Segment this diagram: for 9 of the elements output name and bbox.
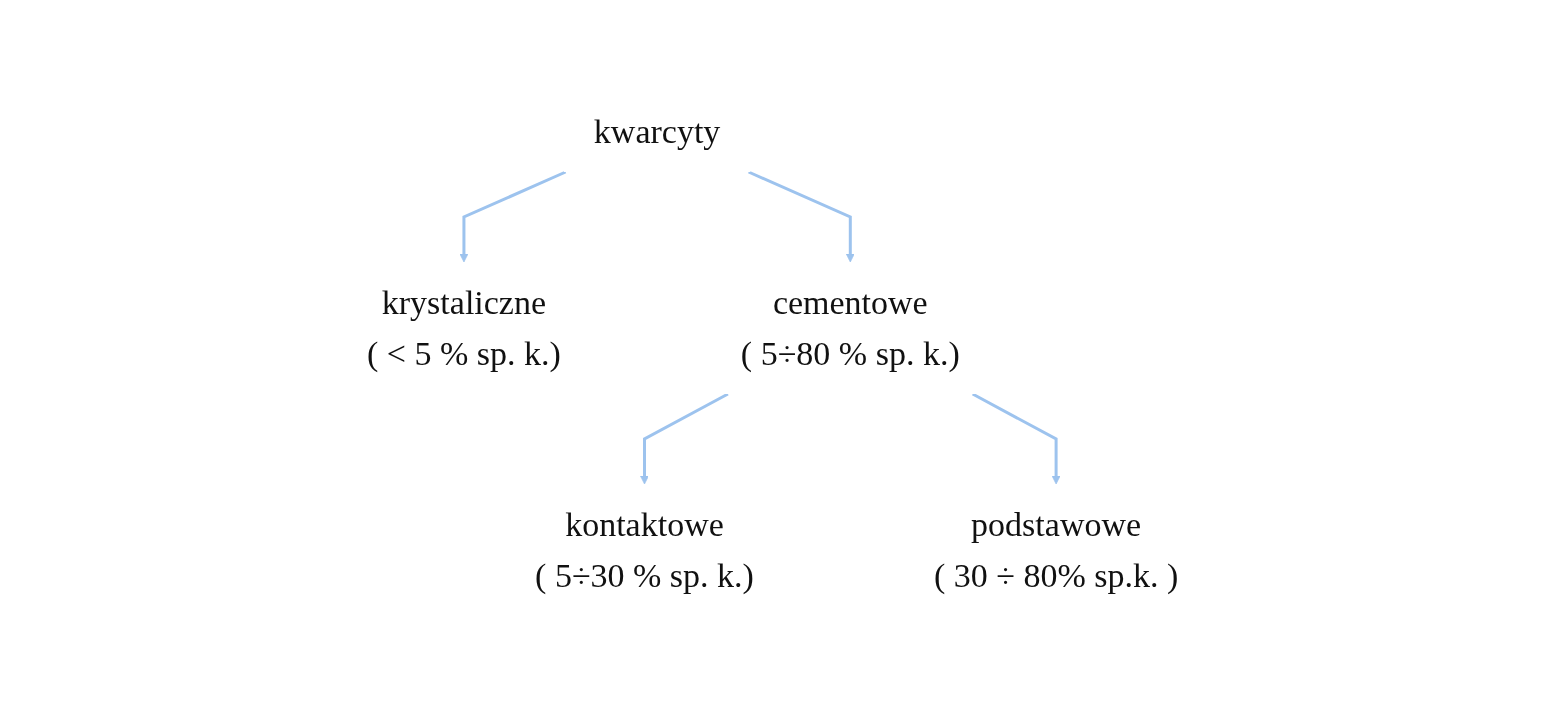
node-text: podstawowe ( 30 ÷ 80% sp.k. ) — [934, 506, 1179, 594]
arrow — [459, 170, 567, 263]
arrow — [640, 392, 729, 485]
arrow — [748, 170, 856, 263]
node-text: kontaktowe ( 5÷30 % sp. k.) — [535, 506, 755, 594]
node-text: kwarcyty — [594, 113, 721, 150]
node-text: cementowe ( 5÷80 % sp. k.) — [741, 284, 961, 372]
arrow — [972, 392, 1061, 485]
node-text: krystaliczne ( < 5 % sp. k.) — [367, 284, 562, 372]
